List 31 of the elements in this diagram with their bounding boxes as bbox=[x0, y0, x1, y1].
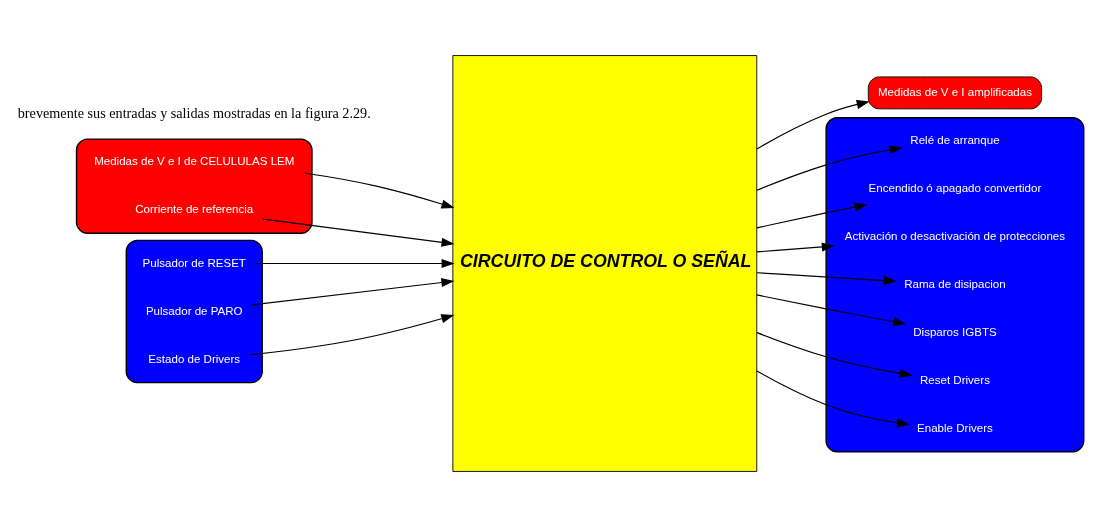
cluster bbox=[125, 239, 263, 384]
cluster bbox=[75, 138, 313, 234]
arrow bbox=[756, 242, 835, 253]
node-text: Reset Drivers bbox=[919, 373, 990, 386]
arrow bbox=[251, 278, 455, 306]
node-text: Encendido ó apagado convertidor bbox=[868, 181, 1042, 194]
arrow bbox=[756, 370, 910, 428]
arrow bbox=[248, 314, 455, 356]
arrow bbox=[262, 218, 455, 247]
arrow bbox=[756, 145, 903, 191]
node-box: Medidas de V e I amplificadas bbox=[867, 76, 1043, 110]
node-text: Medidas de V e I de CELULULAS LEM bbox=[94, 155, 295, 168]
node-text: Rama de disipacion bbox=[904, 277, 1006, 290]
cluster bbox=[825, 117, 1085, 453]
arrow bbox=[304, 172, 455, 209]
arrow bbox=[756, 332, 913, 378]
node-box: CIRCUITO DE CONTROL O SEÑAL bbox=[452, 55, 758, 472]
node-text: Pulsador de RESET bbox=[142, 256, 246, 269]
label: brevemente sus entradas y salidas mostradas en la figura 2.29. bbox=[17, 104, 371, 121]
arrow bbox=[756, 294, 907, 327]
arrow bbox=[756, 202, 868, 229]
node-text: Disparos IGBTS bbox=[913, 325, 997, 338]
node-text: Activación o desactivación de protecciones bbox=[844, 229, 1066, 242]
node-text: Corriente de referencia bbox=[135, 203, 254, 216]
node-text: Estado de Drivers bbox=[148, 352, 241, 365]
arrow bbox=[254, 258, 455, 269]
arrow bbox=[756, 272, 897, 286]
arrow bbox=[756, 100, 870, 150]
node-text: Enable Drivers bbox=[917, 421, 993, 434]
node-text: Pulsador de PARO bbox=[145, 304, 243, 317]
node-text: Relé de arranque bbox=[910, 133, 1000, 146]
